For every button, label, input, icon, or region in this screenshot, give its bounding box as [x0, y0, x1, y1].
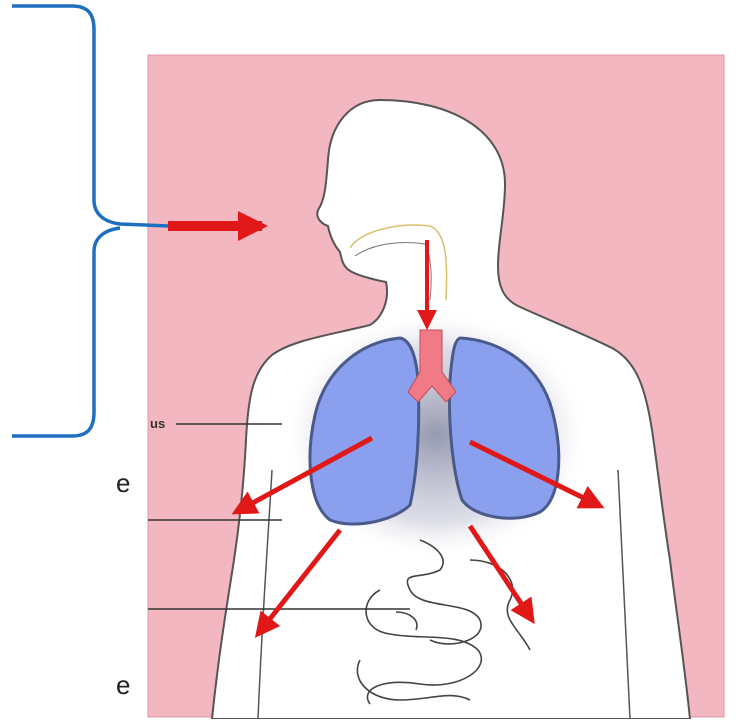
left-text-fragment-2: e: [116, 672, 130, 698]
cut-label-us: us: [150, 416, 165, 431]
curly-brace-icon: [12, 6, 168, 436]
left-text-fragment-1: e: [116, 470, 130, 496]
